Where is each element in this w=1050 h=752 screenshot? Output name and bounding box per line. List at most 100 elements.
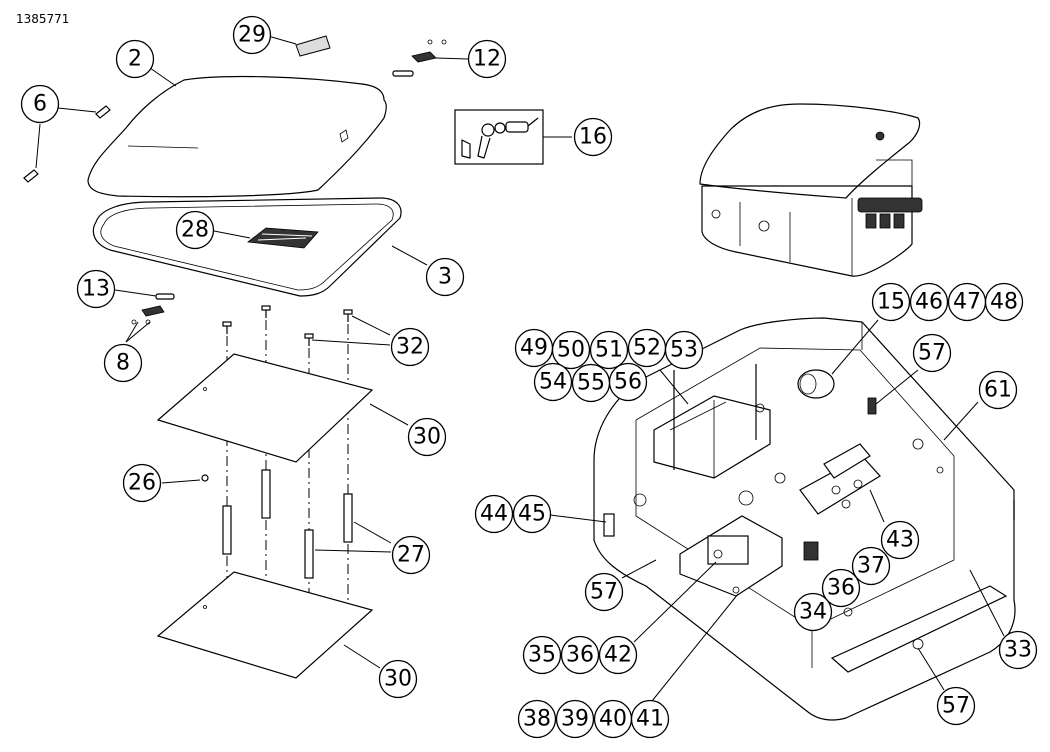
callout-label: 53	[670, 338, 698, 363]
callout-circle	[391, 535, 431, 575]
callout-label: 36	[566, 643, 594, 668]
part-32-screws	[222, 305, 353, 346]
callout-circle	[821, 568, 861, 608]
callout-label: 50	[557, 338, 585, 363]
callout-label: 57	[590, 580, 618, 605]
callout-55: 55	[571, 363, 611, 403]
callout-34: 34	[793, 592, 833, 632]
callout-label: 55	[577, 371, 605, 396]
callout-30a: 30	[407, 417, 447, 457]
callout-circle	[912, 333, 952, 373]
callout-circle	[512, 494, 552, 534]
callout-label: 27	[397, 543, 425, 568]
part-28-label-plate	[246, 227, 319, 249]
callout-circle	[793, 592, 833, 632]
callout-43: 43	[880, 520, 920, 560]
callout-circle	[573, 117, 613, 157]
callout-label: 44	[480, 502, 508, 527]
callout-12: 12	[467, 39, 507, 79]
callout-circle	[871, 282, 911, 322]
callout-circle	[20, 84, 60, 124]
callout-circle	[378, 659, 418, 699]
part-2-cover-lid	[87, 75, 387, 198]
callout-circle	[984, 282, 1024, 322]
callout-label: 36	[827, 576, 855, 601]
callout-label: 46	[915, 290, 943, 315]
callout-26: 26	[122, 463, 162, 503]
callout-8: 8	[103, 343, 143, 383]
callout-61: 61	[978, 370, 1018, 410]
callout-circle	[909, 282, 949, 322]
callout-circle	[589, 330, 629, 370]
callout-circle	[880, 520, 920, 560]
callout-circle	[664, 330, 704, 370]
callout-32: 32	[390, 327, 430, 367]
part-29-strip	[295, 35, 331, 57]
part-30-upper-plate	[156, 353, 374, 463]
callout-44: 44	[474, 494, 514, 534]
callout-circle	[517, 699, 557, 739]
part-26-nut	[201, 474, 209, 482]
callout-label: 15	[877, 290, 905, 315]
callout-52: 52	[627, 328, 667, 368]
callout-label: 57	[918, 341, 946, 366]
callout-33: 33	[998, 630, 1038, 670]
callout-circle	[584, 572, 624, 612]
callout-circle	[998, 630, 1038, 670]
part-13-pin	[155, 293, 175, 300]
callout-label: 26	[128, 471, 156, 496]
callout-label: 3	[438, 265, 452, 290]
callout-label: 12	[473, 47, 501, 72]
callout-3: 3	[425, 257, 465, 297]
callout-27: 27	[391, 535, 431, 575]
callout-label: 45	[518, 502, 546, 527]
callout-16: 16	[573, 117, 613, 157]
callout-56: 56	[608, 362, 648, 402]
callout-circle	[115, 39, 155, 79]
callout-30b: 30	[378, 659, 418, 699]
callout-2: 2	[115, 39, 155, 79]
callout-40: 40	[593, 699, 633, 739]
callout-label: 34	[799, 600, 827, 625]
callout-circle	[175, 210, 215, 250]
callout-circle	[232, 15, 272, 55]
callout-label: 41	[636, 707, 664, 732]
callout-label: 51	[595, 338, 623, 363]
callout-49: 49	[514, 328, 554, 368]
callout-15: 15	[871, 282, 911, 322]
callout-label: 42	[604, 643, 632, 668]
open-chassis-view	[593, 317, 1016, 721]
callout-circle	[560, 635, 600, 675]
callout-label: 61	[984, 378, 1012, 403]
callout-label: 38	[523, 707, 551, 732]
callout-46: 46	[909, 282, 949, 322]
callout-label: 39	[561, 707, 589, 732]
callout-42: 42	[598, 635, 638, 675]
callout-45: 45	[512, 494, 552, 534]
drawing-number: 1385771	[16, 12, 70, 26]
callout-51: 51	[589, 330, 629, 370]
callout-label: 28	[181, 218, 209, 243]
callout-label: 30	[413, 425, 441, 450]
callout-label: 48	[990, 290, 1018, 315]
callout-label: 16	[579, 125, 607, 150]
callout-circle	[390, 327, 430, 367]
callout-35: 35	[522, 635, 562, 675]
callout-label: 47	[953, 290, 981, 315]
callout-label: 54	[539, 370, 567, 395]
callout-label: 52	[633, 336, 661, 361]
callout-circle	[936, 686, 976, 726]
callout-circle	[608, 362, 648, 402]
callout-circle	[522, 635, 562, 675]
callout-41: 41	[630, 699, 670, 739]
callout-circle	[122, 463, 162, 503]
callout-48: 48	[984, 282, 1024, 322]
callout-29: 29	[232, 15, 272, 55]
callout-circle	[598, 635, 638, 675]
callout-circle	[407, 417, 447, 457]
callout-circle	[533, 362, 573, 402]
callout-36b: 36	[560, 635, 600, 675]
callout-47: 47	[947, 282, 987, 322]
